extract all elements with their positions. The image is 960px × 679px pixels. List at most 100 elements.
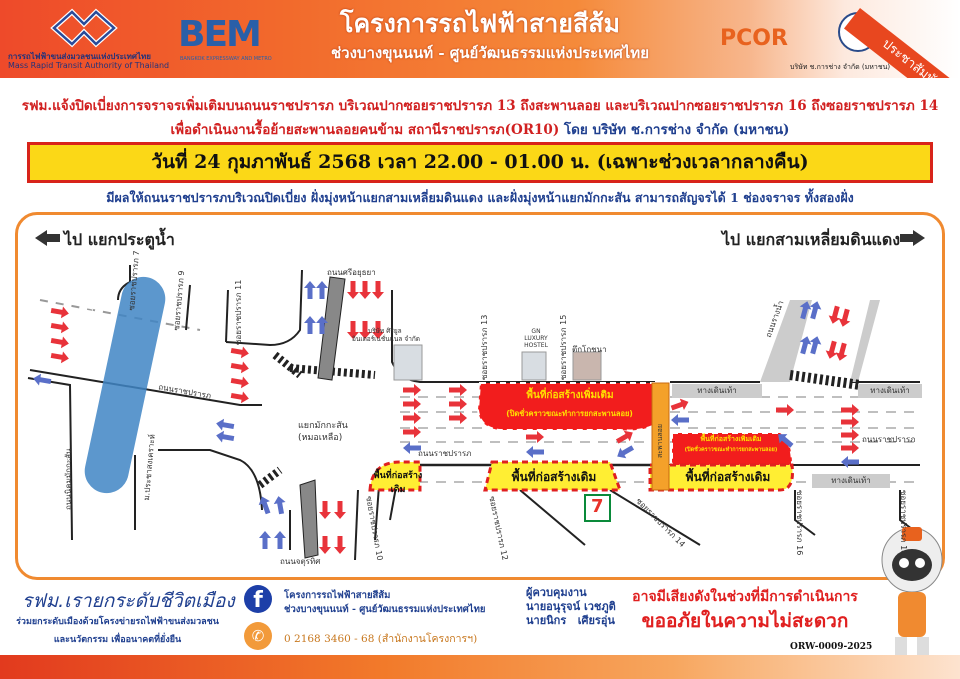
existing-zone-3: [648, 463, 794, 492]
inbound-arrow-icon: [230, 361, 249, 374]
inbound-arrow-icon: [403, 426, 421, 438]
soi-16-label: ซอยราชปรารภ 16: [795, 490, 804, 556]
inbound-arrow-icon: [526, 431, 544, 443]
inbound-arrow-icon: [825, 340, 838, 359]
mrta-slogan-line-2: ร่วมยกระดับเมืองด้วยโครงข่ายรถไฟฟ้าขนส่ง…: [16, 617, 219, 627]
mrta-name-en: Mass Rapid Transit Authority of Thailand: [8, 61, 170, 70]
apology-text: ขออภัยในความไม่สะดวก: [641, 610, 849, 632]
phone-icon: ✆: [244, 622, 272, 650]
soi-11-label: ซอยราชปรารภ 11: [234, 279, 243, 345]
inbound-arrow-icon: [403, 412, 421, 424]
outbound-arrow-icon: [671, 414, 689, 426]
kochana-building-icon: [572, 351, 602, 381]
outbound-arrow-icon: [617, 445, 635, 459]
kochana-label: ตึกโกชนา: [572, 345, 607, 354]
phone-number: 0 2168 3460 - 68 (สำนักงานโครงการฯ): [284, 633, 478, 645]
inbound-arrow-icon: [359, 321, 371, 339]
notice-line-2: เพื่อดำเนินงานรื้อย้ายสะพานลอยคนข้าม สถา…: [0, 118, 960, 140]
inbound-arrow-icon: [449, 384, 467, 396]
outbound-arrow-icon: [316, 281, 328, 299]
outbound-arrow-icon: [778, 434, 794, 448]
inbound-arrow-icon: [841, 442, 859, 454]
inbound-arrow-icon: [359, 281, 371, 299]
inbound-arrow-icon: [841, 429, 859, 441]
closure-date-box: วันที่ 24 กุมภาพันธ์ 2568 เวลา 22.00 - 0…: [27, 142, 933, 183]
outbound-arrow-icon: [259, 531, 271, 549]
new-construction-zone-1: [476, 382, 656, 432]
mrta-name-th: การรถไฟฟ้าขนส่งมวลชนแห่งประเทศไทย: [8, 52, 151, 61]
hostel-building-icon: [521, 351, 547, 381]
existing-zone-3-label: พื้นที่ก่อสร้างเดิม: [685, 470, 771, 484]
inbound-arrow-icon: [670, 398, 689, 411]
outbound-arrow-icon: [258, 496, 271, 515]
company-building-icon: [393, 344, 423, 381]
outbound-arrow-icon: [799, 336, 812, 355]
outbound-arrow-icon: [304, 281, 316, 299]
inbound-arrow-icon: [828, 305, 841, 324]
mascot-icon: [881, 527, 943, 659]
junction-sublabel: (หมอเหลือ): [298, 433, 343, 443]
outbound-arrow-icon: [216, 418, 235, 431]
inbound-arrow-icon: [372, 281, 384, 299]
inbound-arrow-icon: [372, 321, 384, 339]
new-zone-1-title: พื้นที่ก่อสร้างเพิ่มเติม: [526, 390, 614, 401]
inbound-arrow-icon: [841, 416, 859, 428]
traffic-map: [15, 212, 945, 580]
outbound-arrow-icon: [841, 456, 859, 468]
document-code: ORW-0009-2025: [790, 642, 873, 652]
outbound-arrow-icon: [304, 316, 316, 334]
outbound-arrow-icon: [33, 373, 52, 386]
inbound-arrow-icon: [230, 346, 249, 359]
noise-warning: อาจมีเสียงดังในช่วงที่มีการดำเนินการ: [632, 589, 858, 605]
mrta-logo-icon: [50, 8, 118, 48]
inbound-arrow-icon: [50, 336, 69, 349]
pcor-logo: PCOR: [720, 26, 788, 51]
inbound-arrow-icon: [403, 384, 421, 396]
outbound-arrow-icon: [216, 430, 235, 443]
outbound-arrow-icon: [403, 442, 421, 454]
road-ratchaprarop-mid: ถนนราชปรารภ: [418, 449, 472, 458]
controller-title: ผู้ควบคุมงาน: [526, 586, 587, 599]
seven-eleven-label: 7: [591, 496, 604, 517]
controller-name-1: นายอนุรุจน์ เวชภูติ: [526, 600, 616, 613]
company-label-2: อินเตอร์เนชั่นแนล จำกัด: [352, 335, 421, 343]
bottom-banner: [0, 655, 960, 679]
outbound-arrow-icon: [273, 496, 286, 515]
inbound-arrow-icon: [347, 281, 359, 299]
inbound-arrow-icon: [347, 321, 359, 339]
inbound-arrow-icon: [776, 404, 794, 416]
arrow-left-icon: [35, 230, 60, 246]
soi-last-label: ซอยราชปรารภ 18: [899, 490, 908, 556]
inbound-arrow-icon: [319, 536, 331, 554]
new-zone-2-note: (ปิดชั่วคราวขณะทำการยกสะพานลอย): [684, 447, 778, 453]
controller-name-2: นายนิกร เศียรอุ่น: [526, 614, 615, 627]
traffic-effect-text: มีผลให้ถนนราชปรารภบริเวณปิดเบี่ยง ฝั่งมุ…: [106, 190, 854, 205]
direction-left-label: ไป แยกประตูน้ำ: [64, 230, 175, 249]
outbound-arrow-icon: [809, 336, 822, 355]
inbound-arrow-icon: [403, 398, 421, 410]
sidewalk-1: ทางเดินเท้า: [672, 384, 762, 398]
footbridge-label: สะพานลอย: [656, 424, 664, 458]
station-platform: [84, 276, 166, 494]
outbound-arrow-icon: [316, 316, 328, 334]
sidewalk-3: ทางเดินเท้า: [812, 474, 890, 488]
new-zone-2-title: พื้นที่ก่อสร้างเพิ่มเติม: [700, 435, 762, 443]
facebook-page-line-1[interactable]: โครงการรถไฟฟ้าสายสีส้ม: [284, 590, 391, 601]
mrta-slogan: รฟม.เรายกระดับชีวิตเมือง: [22, 590, 235, 612]
soi-13-label: ซอยราชปรารภ 13: [480, 314, 489, 380]
footbridge: [651, 382, 670, 491]
facebook-icon[interactable]: f: [244, 585, 272, 613]
existing-zone-1-label: พื้นที่ก่อสร้างเดิม: [373, 471, 423, 495]
inbound-arrow-icon: [838, 308, 851, 327]
hostel-label: GN LUXURY HOSTEL: [524, 328, 548, 349]
rangnam-road-sidewalk: [760, 300, 880, 382]
junction-label: แยกมักกะสัน: [298, 421, 348, 431]
outbound-arrow-icon: [526, 446, 544, 458]
facebook-page-line-2[interactable]: ช่วงบางขุนนนท์ - ศูนย์วัฒนธรรมแห่งประเทศ…: [284, 604, 486, 615]
project-title: โครงการรถไฟฟ้าสายสีส้ม: [340, 9, 620, 38]
mrta-slogan-line-3: และนวัตกรรม เพื่ออนาคตที่ยั่งยืน: [53, 635, 182, 645]
inbound-arrow-icon: [615, 430, 633, 444]
median-chaturathit: [299, 479, 319, 559]
median-si-ayutthaya: [317, 276, 346, 381]
